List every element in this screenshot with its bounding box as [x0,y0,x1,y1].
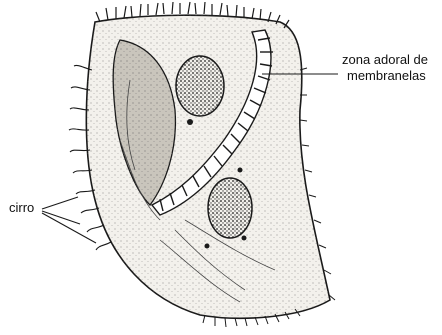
macronucleus-lower [208,178,252,238]
macronucleus-upper [176,56,224,116]
label-zona-adoral: zona adoral de membranelas [342,52,428,84]
cirro-leader-lines [42,197,96,243]
label-zona-line1: zona adoral de [342,52,428,68]
label-cirro: cirro [9,200,34,216]
label-zona-line2: membranelas [342,68,428,84]
